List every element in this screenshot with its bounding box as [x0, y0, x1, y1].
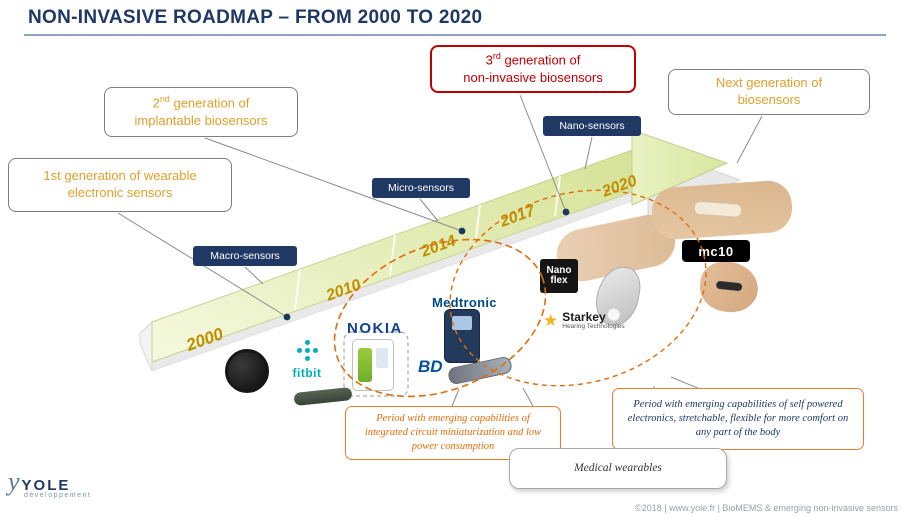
- ramp-left-cap: [139, 320, 153, 372]
- medtronic-logo: Medtronic: [432, 295, 497, 310]
- yole-logo-top: y YOLE: [8, 467, 91, 496]
- starkey-subtitle: Hearing Technologies: [562, 323, 625, 330]
- callout-gen2-line2: implantable biosensors: [134, 112, 268, 128]
- pump-screen: [452, 316, 472, 330]
- title-underline: [24, 34, 886, 36]
- fitbit-logo: fitbit: [280, 340, 334, 380]
- callout-gen2-implantable: 2nd generation of implantable biosensors: [104, 87, 298, 137]
- fitbit-wordmark: fitbit: [292, 366, 322, 380]
- page-title: NON-INVASIVE ROADMAP – FROM 2000 TO 2020: [28, 7, 483, 28]
- callout-gen1-line1: 1st generation of wearable: [43, 168, 197, 184]
- arrowhead: [631, 129, 729, 206]
- yole-subtitle: développement: [24, 492, 92, 499]
- note-medical-wearables: Medical wearables: [509, 448, 727, 489]
- yole-y-icon: y: [8, 467, 20, 496]
- callout-next-generation: Next generation of biosensors: [668, 69, 870, 115]
- smartwatch-photo: [225, 349, 269, 393]
- sensor-device-photo: [352, 339, 394, 391]
- bd-logo: BD: [418, 357, 443, 376]
- fitbit-dots-icon: [304, 348, 310, 353]
- callout-gen1-wearable: 1st generation of wearable electronic se…: [8, 158, 232, 212]
- callout-gen1-line2: electronic sensors: [67, 185, 173, 200]
- callout-gen3-line2: non-invasive biosensors: [463, 69, 603, 85]
- device-screen: [376, 348, 388, 368]
- starkey-logo: ★ Starkey Hearing Technologies: [543, 311, 625, 331]
- callout-gen3-noninvasive: 3rd generation of non-invasive biosensor…: [430, 45, 636, 93]
- callout-gen3-line1: 3rd generation of: [485, 51, 581, 68]
- ring-sensor: [715, 280, 743, 292]
- insulin-pump-photo: [444, 309, 480, 363]
- nokia-logo: NOKIA: [347, 320, 403, 337]
- flexible-sensor-film: [693, 200, 743, 218]
- starkey-wordmark: Starkey: [562, 310, 606, 324]
- callout-next-line1: Next generation of: [715, 75, 823, 91]
- note-self-powered: Period with emerging capabilities of sel…: [612, 388, 864, 450]
- tag-macro-sensors: Macro-sensors: [193, 246, 297, 266]
- nanoflex-line2: flex: [550, 275, 568, 286]
- starkey-star-icon: ★: [543, 311, 559, 331]
- device-battery: [358, 348, 372, 382]
- callout-gen2-line1: 2nd generation of: [152, 94, 250, 111]
- starkey-text: Starkey Hearing Technologies: [562, 311, 624, 331]
- yole-wordmark: YOLE: [21, 477, 71, 494]
- tag-micro-sensors: Micro-sensors: [372, 178, 470, 198]
- nanoflex-logo: Nano flex: [540, 259, 578, 293]
- mc10-logo: mc10: [682, 240, 750, 262]
- fingers-sensor-photo: [650, 179, 794, 241]
- yole-logo: y YOLE développement: [8, 467, 92, 499]
- tag-nano-sensors: Nano-sensors: [543, 116, 641, 136]
- copyright-credit: ©2018 | www.yole.fr | BioMEMS & emerging…: [635, 503, 898, 513]
- callout-next-line2: biosensors: [737, 92, 801, 107]
